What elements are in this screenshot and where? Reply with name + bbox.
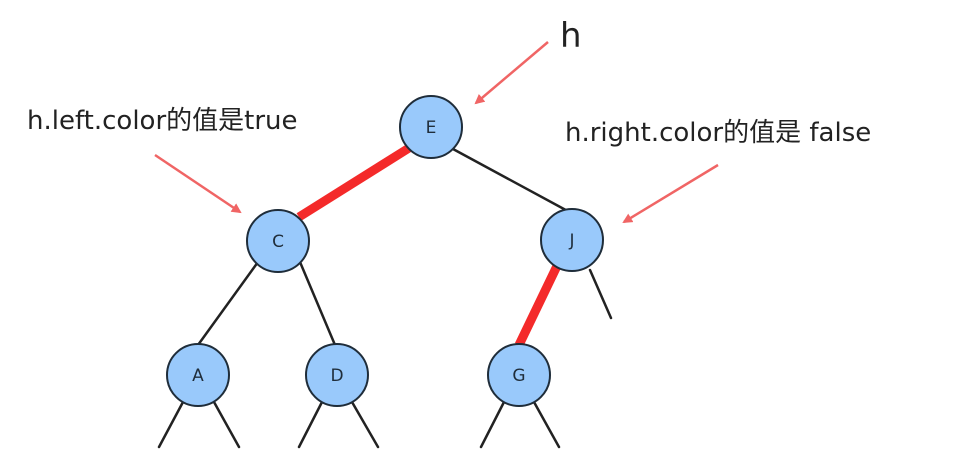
node-label-E: E <box>426 118 437 138</box>
tree-node-E: E <box>399 95 463 159</box>
node-label-G: G <box>512 366 525 386</box>
edge-E-C-red-link <box>296 144 412 221</box>
tree-node-A: A <box>166 343 230 407</box>
tree-node-C: C <box>246 209 310 273</box>
arrow-to-J <box>622 163 719 224</box>
edge-C-A-black-link <box>196 260 260 347</box>
node-label-J: J <box>568 231 574 251</box>
tree-node-G: G <box>487 343 551 407</box>
edge-A-left-leaf <box>157 400 185 449</box>
edge-G-left-leaf <box>479 400 506 449</box>
annotation-left-color: h.left.color的值是true <box>27 106 298 136</box>
tree-node-J: J <box>540 208 604 272</box>
node-label-C: C <box>272 232 284 252</box>
annotation-h: h <box>560 16 582 56</box>
edge-A-right-leaf <box>212 400 241 449</box>
edge-E-J-black-link <box>451 147 577 217</box>
edge-D-left-leaf <box>297 400 324 449</box>
edge-J-G-red-link <box>514 264 562 347</box>
node-label-A: A <box>192 366 204 386</box>
node-label-D: D <box>330 366 343 386</box>
edge-C-D-black-link <box>298 260 337 347</box>
tree-node-D: D <box>305 343 369 407</box>
arrow-to-E <box>474 41 549 105</box>
annotation-right-color: h.right.color的值是 false <box>565 118 871 148</box>
edge-J-right-leaf <box>588 268 613 320</box>
edge-G-right-leaf <box>532 400 561 449</box>
edge-D-right-leaf <box>350 400 380 449</box>
arrow-to-C <box>154 153 242 214</box>
